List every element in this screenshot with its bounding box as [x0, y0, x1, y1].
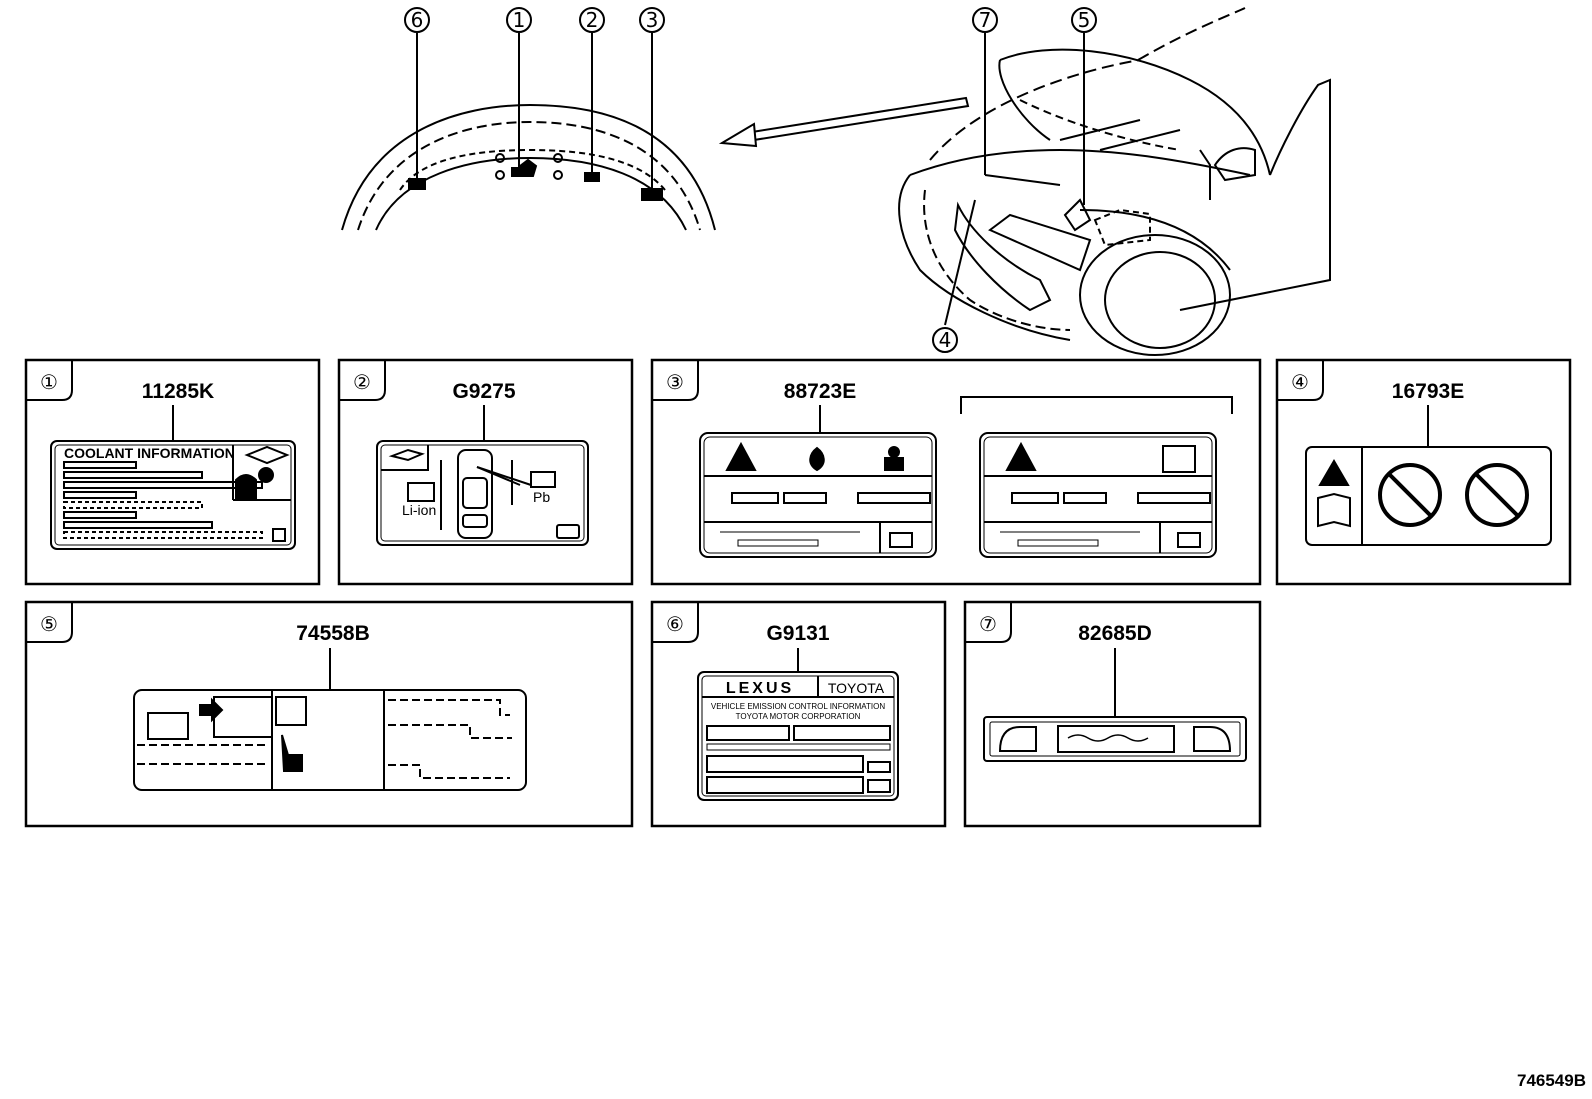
label-6-brand-lexus: LEXUS — [726, 680, 794, 697]
panel-frames — [24, 358, 1572, 828]
panel-2-index: ② — [353, 370, 371, 394]
callout-3-top: 3 — [639, 7, 665, 33]
label-2-pb: Pb — [533, 489, 550, 505]
direction-arrow — [718, 96, 970, 148]
part-number-2: G9275 — [452, 380, 515, 403]
label-2-battery — [376, 405, 589, 546]
svg-text:7: 7 — [979, 8, 992, 32]
callout-7-car: 7 — [972, 7, 998, 33]
hood-label-markers — [408, 167, 663, 201]
label-6-line2: TOYOTA MOTOR CORPORATION — [736, 712, 861, 721]
hood-leader-lines — [416, 33, 653, 188]
part-number-7: 82685D — [1078, 622, 1152, 645]
label-6-line1: VEHICLE EMISSION CONTROL INFORMATION — [711, 702, 885, 711]
reference-code: 746549B — [1516, 1071, 1586, 1090]
svg-text:5: 5 — [1078, 8, 1091, 32]
panel-3-index: ③ — [666, 370, 684, 394]
part-number-1: 11285K — [142, 380, 214, 403]
label-5-battery-info — [133, 648, 527, 791]
label-1-coolant — [50, 405, 296, 550]
panel-1-index: ① — [40, 370, 58, 394]
svg-text:4: 4 — [939, 328, 952, 352]
label-2-li-ion: Li-ion — [402, 502, 436, 518]
part-number-6: G9131 — [766, 622, 829, 645]
svg-text:6: 6 — [411, 8, 424, 32]
part-number-4: 16793E — [1392, 380, 1464, 403]
hood-underside-view — [341, 103, 716, 231]
callout-2-top: 2 — [579, 7, 605, 33]
callout-5-car: 5 — [1071, 7, 1097, 33]
panel-corner-tabs — [26, 360, 1324, 643]
label-4-pictogram — [1305, 405, 1552, 546]
label-6-brand-toyota: TOYOTA — [828, 680, 885, 696]
label-1-title: COOLANT INFORMATION — [64, 445, 235, 461]
panel-4-index: ④ — [1291, 370, 1309, 394]
callout-1-top: 1 — [506, 7, 532, 33]
svg-text:1: 1 — [513, 8, 526, 32]
car-front-view — [898, 7, 1331, 356]
svg-text:2: 2 — [586, 8, 599, 32]
panel-7-index: ⑦ — [979, 612, 997, 636]
callout-4-car: 4 — [932, 327, 958, 353]
label-6-emission — [697, 648, 899, 801]
part-number-3: 88723E — [784, 380, 856, 403]
callout-6-top: 6 — [404, 7, 430, 33]
panel-6-index: ⑥ — [666, 612, 684, 636]
svg-text:3: 3 — [646, 8, 659, 32]
panel-5-index: ⑤ — [40, 612, 58, 636]
part-number-5: 74558B — [296, 622, 370, 645]
car-leader-lines — [944, 33, 1085, 326]
label-7-strip — [983, 648, 1247, 762]
label-3-warning — [699, 396, 1233, 558]
